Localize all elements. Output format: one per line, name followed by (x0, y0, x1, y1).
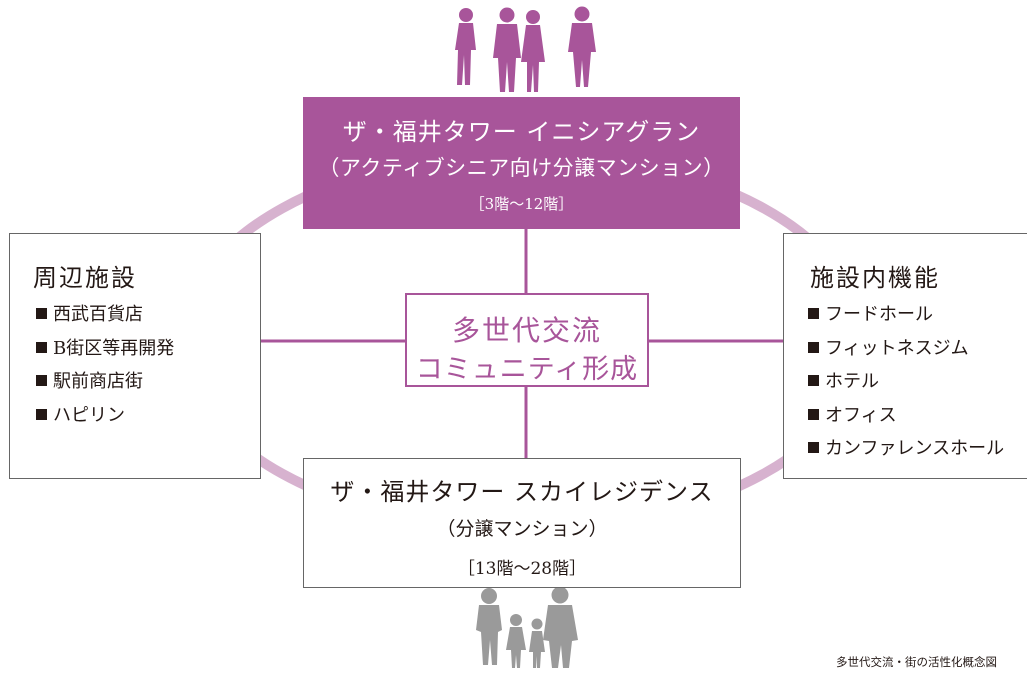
square-bullet-icon (36, 308, 47, 319)
initia-gran-box: ザ・福井タワー イニシアグラン （アクティブシニア向け分譲マンション） ［3階～… (303, 97, 740, 229)
surrounding-facilities-box: 周辺施設 西武百貨店 B街区等再開発 駅前商店街 ハピリン (9, 233, 261, 479)
list-item: 西武百貨店 (36, 304, 174, 338)
adults-silhouette-icon (455, 6, 596, 92)
initia-gran-subtitle: （アクティブシニア向け分譲マンション） (318, 156, 725, 180)
in-facility-functions-list: フードホール フィットネスジム ホテル オフィス カンファレンスホール (808, 304, 1004, 472)
diagram-caption: 多世代交流・街の活性化概念図 (836, 655, 997, 669)
list-item: フードホール (808, 304, 1004, 338)
square-bullet-icon (808, 442, 819, 453)
list-item: フィットネスジム (808, 338, 1004, 372)
list-item: ホテル (808, 371, 1004, 405)
surrounding-facilities-list: 西武百貨店 B街区等再開発 駅前商店街 ハピリン (36, 304, 174, 438)
list-item: カンファレンスホール (808, 438, 1004, 472)
initia-gran-title: ザ・福井タワー イニシアグラン (342, 118, 701, 146)
sky-residence-floors: ［13階～28階］ (457, 559, 587, 579)
list-item: オフィス (808, 405, 1004, 439)
initia-gran-floors: ［3階～12階］ (469, 195, 574, 213)
square-bullet-icon (808, 408, 819, 420)
list-item: 駅前商店街 (36, 371, 174, 405)
sky-residence-title: ザ・福井タワー スカイレジデンス (330, 478, 714, 506)
square-bullet-icon (808, 375, 819, 386)
square-bullet-icon (36, 375, 47, 386)
in-facility-functions-title: 施設内機能 (810, 264, 940, 292)
sky-residence-box: ザ・福井タワー スカイレジデンス （分譲マンション） ［13階～28階］ (303, 458, 741, 588)
list-item: B街区等再開発 (36, 338, 174, 372)
community-formation-box: 多世代交流 コミュニティ形成 (405, 293, 649, 387)
family-silhouette-icon (476, 586, 578, 668)
square-bullet-icon (36, 341, 47, 353)
square-bullet-icon (808, 308, 819, 319)
square-bullet-icon (808, 341, 819, 353)
in-facility-functions-box: 施設内機能 フードホール フィットネスジム ホテル オフィス カンファレンスホー… (783, 233, 1027, 479)
square-bullet-icon (36, 408, 47, 420)
sky-residence-subtitle: （分譲マンション） (436, 518, 608, 540)
community-formation-line2: コミュニティ形成 (415, 354, 639, 385)
surrounding-facilities-title: 周辺施設 (33, 264, 137, 292)
list-item: ハピリン (36, 405, 174, 439)
community-formation-line1: 多世代交流 (451, 314, 602, 347)
